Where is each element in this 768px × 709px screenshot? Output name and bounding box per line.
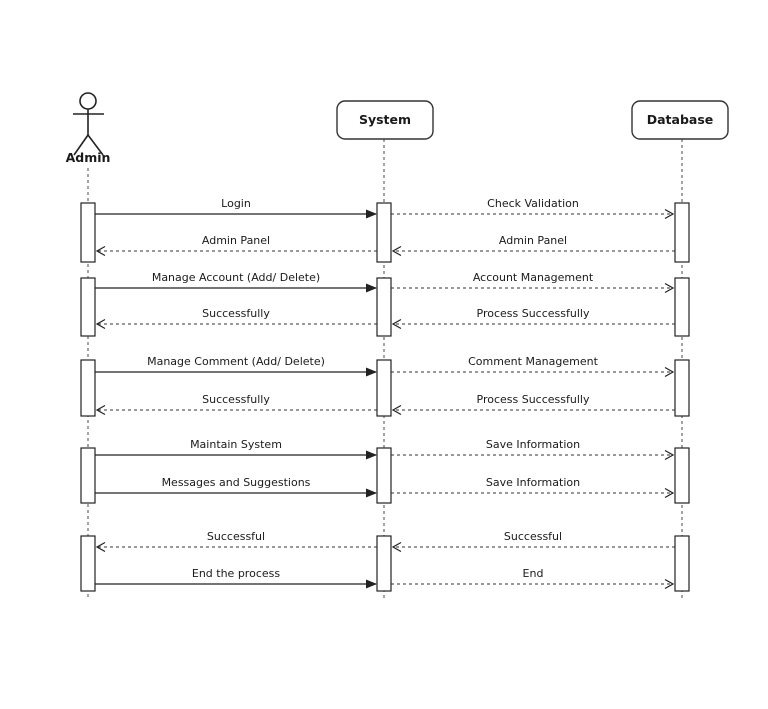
message-check-validation: Check Validation	[391, 197, 675, 220]
svg-text:Login: Login	[221, 197, 251, 210]
activation-bar	[80, 447, 96, 504]
participant-system-label: System	[359, 112, 411, 127]
participant-admin: Admin	[66, 92, 111, 165]
svg-text:Admin Panel: Admin Panel	[202, 234, 270, 247]
activation-bar	[674, 277, 690, 337]
message-account-management: Account Management	[391, 271, 675, 294]
message-maintain-system: Maintain System	[95, 438, 377, 460]
svg-text:Successful: Successful	[207, 530, 265, 543]
message-successful-to-admin: Successful	[95, 530, 377, 553]
activation-bars-database	[674, 202, 690, 592]
svg-text:Account Management: Account Management	[473, 271, 594, 284]
message-manage-comment: Manage Comment (Add/ Delete)	[95, 355, 377, 377]
svg-text:Check Validation: Check Validation	[487, 197, 579, 210]
message-admin-panel-to-admin: Admin Panel	[95, 234, 377, 257]
activation-bar	[674, 447, 690, 504]
svg-text:Successfully: Successfully	[202, 393, 270, 406]
activation-bars-admin	[80, 202, 96, 592]
activation-bar	[674, 535, 690, 592]
activation-bar	[674, 359, 690, 417]
activation-bar	[80, 277, 96, 337]
svg-text:End: End	[523, 567, 544, 580]
stick-figure-icon	[73, 92, 104, 156]
activation-bar	[674, 202, 690, 263]
message-save-information-2: Save Information	[391, 476, 675, 499]
svg-text:Save Information: Save Information	[486, 438, 580, 451]
activation-bar	[376, 202, 392, 263]
message-end-the-process: End the process	[95, 567, 377, 589]
svg-text:Successfully: Successfully	[202, 307, 270, 320]
message-admin-panel-to-system: Admin Panel	[391, 234, 675, 257]
activation-bar	[80, 535, 96, 592]
message-successfully-2: Successfully	[95, 393, 377, 416]
activation-bar	[376, 359, 392, 417]
activation-bar	[376, 535, 392, 592]
svg-text:Manage Account (Add/ Delete): Manage Account (Add/ Delete)	[152, 271, 320, 284]
participant-database: Database	[631, 100, 729, 140]
message-manage-account: Manage Account (Add/ Delete)	[95, 271, 377, 293]
svg-text:Messages and Suggestions: Messages and Suggestions	[162, 476, 311, 489]
svg-text:Maintain System: Maintain System	[190, 438, 282, 451]
svg-text:Process Successfully: Process Successfully	[477, 393, 590, 406]
message-successfully-1: Successfully	[95, 307, 377, 330]
activation-bar	[80, 202, 96, 263]
message-comment-management: Comment Management	[391, 355, 675, 378]
participant-database-label: Database	[647, 112, 714, 127]
svg-text:Process Successfully: Process Successfully	[477, 307, 590, 320]
svg-text:Manage Comment (Add/ Delete): Manage Comment (Add/ Delete)	[147, 355, 325, 368]
message-login: Login	[95, 197, 377, 219]
activation-bar	[80, 359, 96, 417]
message-save-information-1: Save Information	[391, 438, 675, 461]
svg-text:Successful: Successful	[504, 530, 562, 543]
message-messages-and-suggestions: Messages and Suggestions	[95, 476, 377, 498]
message-successful-to-system: Successful	[391, 530, 675, 553]
message-end: End	[391, 567, 675, 590]
svg-text:Save Information: Save Information	[486, 476, 580, 489]
svg-text:Admin Panel: Admin Panel	[499, 234, 567, 247]
message-process-successfully-1: Process Successfully	[391, 307, 675, 330]
participant-system: System	[336, 100, 434, 140]
activation-bar	[376, 277, 392, 337]
activation-bar	[376, 447, 392, 504]
svg-text:Comment Management: Comment Management	[468, 355, 599, 368]
svg-text:End the process: End the process	[192, 567, 280, 580]
participant-admin-label: Admin	[66, 150, 111, 165]
activation-bars-system	[376, 202, 392, 592]
message-process-successfully-2: Process Successfully	[391, 393, 675, 416]
